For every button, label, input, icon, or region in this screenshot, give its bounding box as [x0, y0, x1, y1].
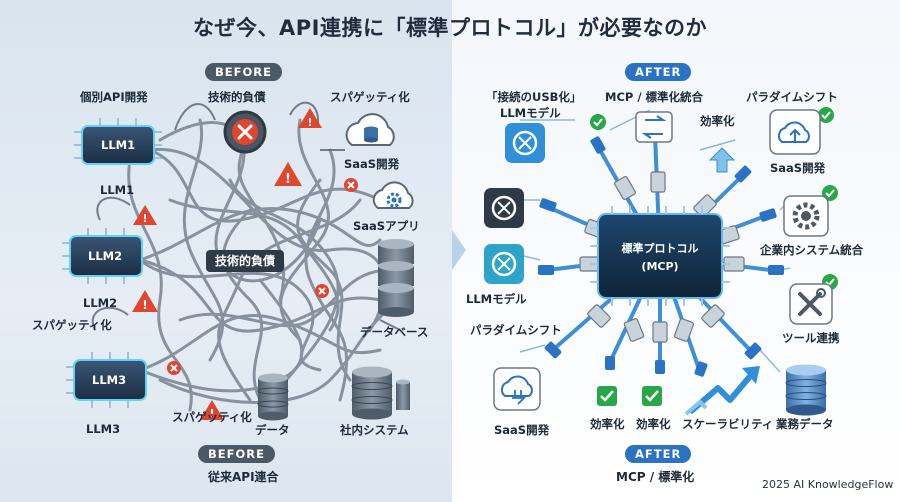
growth-arrow-icon [684, 366, 760, 416]
label-llm-model: LLMモデル [466, 292, 527, 306]
label-efficiency-2: 効率化 [636, 417, 671, 431]
label-database: データベース [360, 325, 429, 339]
label-usb-line1: 「接続のUSB化」 [486, 90, 582, 104]
hub-line2: (MCP) [641, 260, 678, 273]
error-x-icon [167, 361, 181, 375]
credit: 2025 AI KnowledgeFlow [762, 478, 894, 491]
after-badge-top: AFTER [625, 63, 692, 81]
openai-logo-icon [484, 244, 524, 284]
svg-text:!: ! [307, 116, 312, 129]
check-icon [642, 386, 662, 406]
label-mcp-standard: MCP / 標準化統合 [605, 90, 704, 104]
label-tech-debt-top: 技術的負債 [208, 90, 266, 104]
check-icon [597, 386, 617, 406]
label-paradigm-top: パラダイムシフト [746, 90, 838, 104]
label-scalability: スケーラビリティ [682, 417, 774, 431]
page-title: なぜ今、API連携に「標準プロトコル」が必要なのか [193, 16, 707, 40]
label-llm2: LLM2 [83, 296, 118, 310]
before-badge-bottom: BEFORE [198, 445, 275, 463]
mcp-hub-chip: 標準プロトコル (MCP) [590, 206, 730, 306]
label-individual-api: 個別API開発 [80, 90, 148, 104]
label-saas-dev-bottom: SaaS開発 [494, 423, 550, 437]
database-icon [785, 364, 827, 416]
label-paradigm-left: パラダイムシフト [470, 323, 562, 337]
label-saas-dev-top: SaaS開発 [770, 161, 826, 175]
warning-icon: ! [133, 205, 157, 225]
svg-text:!: ! [142, 298, 147, 312]
svg-text:!: ! [209, 407, 214, 420]
efficiency-arrow-icon [708, 147, 736, 173]
gear-icon [783, 195, 829, 237]
before-badge-top: BEFORE [205, 63, 282, 81]
check-icon [822, 185, 838, 201]
warning-icon: ! [132, 290, 158, 312]
label-efficiency-top: 効率化 [700, 114, 735, 128]
label-tool: ツール連携 [782, 331, 840, 345]
llm2-chip [62, 228, 143, 284]
cloud-icon [345, 113, 395, 146]
label-business-data: 業務データ [776, 417, 834, 431]
check-icon [818, 107, 834, 123]
llm1-chip [74, 118, 162, 165]
llm3-chip-label: LLM3 [92, 373, 127, 387]
label-saas-app: SaaSアプリ [353, 219, 420, 233]
database-icon [257, 373, 289, 421]
wrench-icon [789, 283, 833, 325]
label-spaghetti-left: スパゲッティ化 [32, 318, 112, 332]
label-spaghetti-top: スパゲッティ化 [330, 90, 410, 104]
label-llm1: LLM1 [100, 183, 135, 197]
label-spaghetti-bottom: スパゲッティ化 [172, 410, 252, 424]
after-caption: MCP / 標準化 [616, 470, 695, 484]
database-icon [378, 239, 414, 317]
database-icon [351, 366, 410, 420]
warning-icon: ! [298, 108, 322, 129]
cloud-icon [769, 109, 821, 155]
divider-arrow [452, 230, 466, 270]
label-enterprise: 企業内システム統合 [760, 243, 864, 257]
llm2-chip-label: LLM2 [88, 249, 123, 263]
error-x-icon [315, 284, 329, 298]
before-caption: 従来API連合 [208, 470, 279, 484]
warning-icon: ! [200, 400, 224, 420]
after-badge-bottom: AFTER [625, 445, 692, 463]
standardize-icon [635, 111, 673, 143]
tech-debt-gear-icon [223, 110, 267, 154]
llm3-chip [66, 352, 147, 408]
hub-line1: 標準プロトコル [622, 241, 699, 255]
error-x-icon [344, 178, 358, 192]
spaghetti-cables [127, 118, 402, 412]
label-tech-debt-center: 技術的負債 [206, 250, 285, 272]
gear-icon [372, 181, 414, 209]
label-llm3: LLM3 [86, 422, 121, 436]
label-data: データ [255, 423, 290, 437]
svg-text:!: ! [142, 212, 147, 225]
check-icon [590, 114, 606, 130]
label-efficiency-1: 効率化 [590, 417, 625, 431]
label-usb-line2: LLMモデル [500, 106, 561, 120]
label-internal-system: 社内システム [340, 423, 409, 437]
svg-text:!: ! [285, 172, 291, 187]
openai-logo-icon [505, 123, 545, 163]
openai-logo-icon [484, 188, 524, 228]
cloud-plug-icon [493, 367, 541, 411]
warning-icon: ! [274, 162, 302, 187]
llm1-chip-label: LLM1 [101, 138, 136, 152]
label-saas-dev: SaaS開発 [344, 157, 400, 171]
